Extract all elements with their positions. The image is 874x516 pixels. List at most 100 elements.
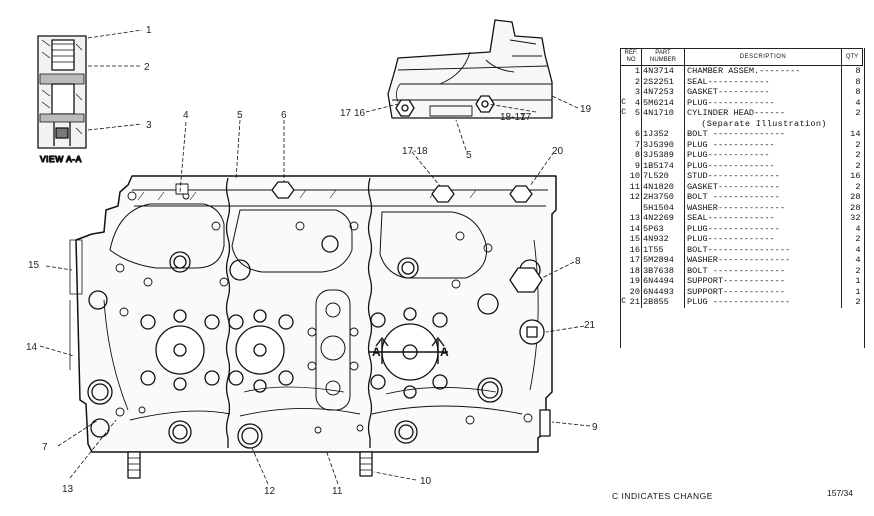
ref-no: 4 xyxy=(626,97,642,108)
description: SUPPORT------------ xyxy=(687,286,785,297)
callout-12: 12 xyxy=(264,486,276,497)
section-arrows xyxy=(368,337,448,364)
ref-no: 16 xyxy=(626,244,642,255)
callout-7: 7 xyxy=(42,442,48,453)
cylinder-head-plan xyxy=(69,175,557,479)
small-holes xyxy=(115,191,533,434)
part-number: 3J5389 xyxy=(641,150,685,161)
callout-15: 15 xyxy=(28,260,40,271)
head-bolts xyxy=(87,235,541,449)
ref-no: 8 xyxy=(626,150,642,161)
callout-5-bracket: 5 xyxy=(466,150,472,161)
ref-no: 11 xyxy=(626,181,642,192)
callout-14: 14 xyxy=(26,342,38,353)
change-footnote: C INDICATES CHANGE xyxy=(612,491,713,501)
part-number: 4N1710 xyxy=(641,108,685,119)
callout-3: 3 xyxy=(146,120,152,131)
description: SUPPORT------------ xyxy=(687,276,785,286)
description: PLUG --------------- xyxy=(687,297,791,307)
quantity: 14 xyxy=(841,129,863,140)
callout-13: 13 xyxy=(62,484,74,495)
part-number: 4N3714 xyxy=(641,65,685,77)
quantity: 4 xyxy=(841,255,863,266)
ref-no: 15 xyxy=(626,234,642,245)
description: PLUG-------------- xyxy=(687,223,780,234)
quantity: 32 xyxy=(841,213,863,224)
ref-no: 14 xyxy=(626,223,642,234)
callout-19: 19 xyxy=(580,104,592,115)
part-number: 6N4493 xyxy=(641,286,685,297)
part-number: 5M2894 xyxy=(641,255,685,266)
description: STUD-------------- xyxy=(687,171,780,181)
quantity: 2 xyxy=(841,181,863,192)
part-number: 5H1504 xyxy=(641,202,685,213)
section-marker-left: A xyxy=(372,345,381,359)
part-number: 2H3750 xyxy=(641,192,685,203)
header-qty: QTY xyxy=(841,48,863,66)
top-plugs xyxy=(175,181,533,203)
part-number: 3J5390 xyxy=(641,139,685,150)
ref-no: 7 xyxy=(626,139,642,150)
callout-18-17: 18-17 xyxy=(500,112,526,123)
change-mark: C xyxy=(621,297,627,306)
quantity: 2 xyxy=(841,297,863,308)
part-number: 1T55 xyxy=(641,244,685,255)
ref-no: 5 xyxy=(626,108,642,119)
change-mark: C xyxy=(621,108,627,117)
ref-no: 2 xyxy=(626,76,642,87)
description: BOLT ------------- xyxy=(687,192,780,202)
note-cell-ref xyxy=(626,118,642,129)
quantity: 28 xyxy=(841,202,863,213)
quantity: 28 xyxy=(841,192,863,203)
description: PLUG------------- xyxy=(687,160,775,171)
callout-17-b: 17 xyxy=(520,112,532,123)
leader-lines xyxy=(39,29,591,485)
part-number: 2S2251 xyxy=(641,76,685,87)
ref-no: 20 xyxy=(626,286,642,297)
table-note-row: (Separate Illustration) xyxy=(621,118,863,129)
quantity: 4 xyxy=(841,97,863,108)
ref-no: 10 xyxy=(626,171,642,182)
part-number: 4N932 xyxy=(641,234,685,245)
part-number: 4N1820 xyxy=(641,181,685,192)
plug-21 xyxy=(519,319,545,345)
part-number: 4N7253 xyxy=(641,87,685,98)
illustration-number: 157/34 xyxy=(827,488,853,498)
parts-table-header: REF. NO PART NUMBER DESCRIPTION QTY xyxy=(620,48,863,66)
quantity: 2 xyxy=(841,108,863,119)
callout-17: 17 xyxy=(340,108,352,119)
change-mark: C xyxy=(621,97,627,107)
ref-no: 18 xyxy=(626,265,642,276)
description: WASHER------------- xyxy=(687,202,785,213)
callout-20: 20 xyxy=(552,146,564,157)
description: PLUG ------------ xyxy=(687,139,775,150)
view-a-a-detail: VIEW A-A xyxy=(37,35,87,165)
description: GASKET------------ xyxy=(687,181,780,192)
note-cell-pn xyxy=(641,118,685,129)
description: GASKET---------- xyxy=(687,87,770,97)
quantity: 2 xyxy=(841,160,863,171)
ref-no: 3 xyxy=(626,87,642,98)
ref-no: 1 xyxy=(626,65,642,77)
part-number: 3B7638 xyxy=(641,265,685,276)
description: BOLT -------------- xyxy=(687,265,785,276)
header-ref-no: REF. NO xyxy=(620,48,642,66)
quantity: 8 xyxy=(841,87,863,98)
callout-1: 1 xyxy=(146,25,152,36)
quantity: 2 xyxy=(841,139,863,150)
callout-4: 4 xyxy=(183,110,189,121)
support-bracket xyxy=(387,19,553,119)
